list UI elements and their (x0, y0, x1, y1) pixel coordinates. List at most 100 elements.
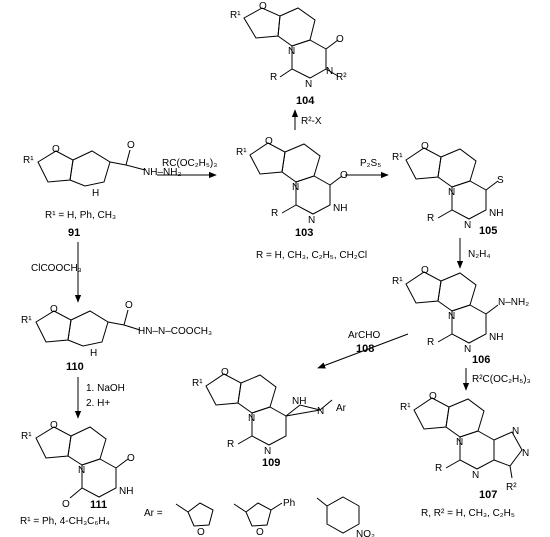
r1-label: R¹ (392, 152, 403, 163)
reagent-orthoester-r2: R²C(OC₂H₅)₃ (472, 374, 531, 385)
compound-number: 109 (262, 457, 280, 469)
nh-label: NH (489, 332, 503, 343)
nh-label: H (90, 348, 97, 359)
substituent-label: R, R² = H, CH₃, C₂H₅ (421, 508, 515, 519)
ring-n2-label: N (472, 470, 479, 481)
ring-n-label: N (448, 311, 455, 322)
compound-107: R¹ O N N N N R R² 107 R, R² = H, CH₃, C₂… (400, 391, 529, 519)
r-label: R (435, 463, 442, 474)
carbonyl-o-label: O (127, 140, 135, 151)
compound-110: R¹ O H O HN–N–COOCH₃ 110 (21, 300, 212, 373)
arrow-106-to-109 (317, 333, 409, 369)
reagent-hydrazine: N₂H₄ (468, 249, 490, 260)
reagent-orthoester: RC(OC₂H₅)₃ (162, 158, 217, 169)
ring-n-label: N (78, 465, 85, 476)
reagent-compound-108: 108 (356, 343, 374, 355)
ring-n-label: N (292, 182, 299, 193)
compound-number: 110 (66, 361, 84, 373)
compound-109: R¹ O N NH N Ar N R 109 (192, 367, 347, 469)
r1-label: R¹ (192, 378, 203, 389)
reagent-naoh: 1. NaOH (86, 383, 125, 394)
compound-number: 105 (479, 225, 497, 237)
reagent-methyl-chloroformate: ClCOOCH₃ (31, 263, 82, 274)
triazole-n3-label: N (512, 426, 519, 437)
hydrazide-label: NH–NH₂ (143, 167, 181, 178)
r1-label: R¹ (230, 10, 241, 21)
ring-n2-label: N (464, 220, 471, 231)
compound-103: R¹ O N O NH N R 103 R = H, CH₃, C₂H₅, CH… (236, 136, 367, 261)
ring-n2-label: N (264, 446, 271, 457)
r2-label: R² (506, 482, 517, 493)
carbazate-label: HN–N–COOCH₃ (138, 326, 212, 337)
compound-number: 111 (90, 499, 107, 511)
compound-106: R¹ O N N–NH₂ NH N R 106 (392, 265, 529, 366)
r1-label: R¹ (392, 276, 403, 287)
r1-label: R¹ (21, 315, 32, 326)
r-label: R (270, 72, 277, 83)
furan-o-label: O (259, 1, 267, 12)
furan-o-label: O (50, 420, 58, 431)
furan-o-label: O (52, 144, 60, 155)
thione-s-label: S (497, 175, 504, 186)
carbonyl-o-label: O (336, 34, 344, 45)
r1-label: R¹ (400, 402, 411, 413)
furan-o-label: O (50, 304, 58, 315)
r2-label: R² (336, 72, 347, 83)
compound-number: 91 (68, 227, 80, 239)
carbonyl-o1-label: O (127, 453, 135, 464)
ring-n2-label: N (305, 79, 312, 90)
reagent-p2s5: P₂S₅ (360, 158, 381, 169)
furan-o-label: O (265, 136, 273, 147)
reagent-r2x: R²-X (301, 116, 322, 127)
r-label: R (227, 439, 234, 450)
furan-o-label: O (421, 141, 429, 152)
compound-number: 106 (472, 354, 490, 366)
r1-label: R¹ (23, 155, 34, 166)
substituent-label: R¹ = Ph, 4-CH₃C₆H₄ (20, 516, 110, 527)
r-label: R (271, 208, 278, 219)
furan-o-label: O (429, 391, 437, 402)
phenylfuryl-o-label: O (256, 527, 264, 537)
nh-label: NH (489, 208, 503, 219)
r1-label: R¹ (236, 147, 247, 158)
ar-legend: Ar = O O Ph NO₂ (144, 496, 375, 537)
r1-label: R¹ (21, 431, 32, 442)
ring-n2-label: N (308, 215, 315, 226)
ring-n-label: N (288, 46, 295, 57)
phenyl-label: Ph (283, 498, 295, 509)
compound-91: R¹ O H O NH–NH₂ R¹ = H, Ph, CH₃ 91 (23, 140, 181, 239)
substituent-label: R = H, CH₃, C₂H₅, CH₂Cl (256, 250, 367, 261)
nh-label: NH (119, 486, 133, 497)
compound-number: 107 (479, 489, 497, 501)
compound-number: 104 (296, 95, 315, 107)
carbonyl-o-label: O (340, 170, 348, 181)
furyl-o-label: O (197, 527, 205, 537)
ring-n3-label: N (326, 66, 333, 77)
carbonyl-o2-label: O (62, 499, 70, 510)
reagent-acid: 2. H+ (86, 398, 110, 409)
reagent-archo: ArCHO (348, 330, 380, 341)
compound-number: 103 (295, 227, 313, 239)
furan-o-label: O (421, 265, 429, 276)
ar-equals-label: Ar = (144, 508, 163, 519)
nh-label: NH (292, 396, 306, 407)
carbonyl-o-label: O (125, 300, 133, 311)
hydrazone-label: N–NH₂ (498, 297, 529, 308)
nitro-label: NO₂ (356, 529, 375, 537)
ring-n-label: N (448, 187, 455, 198)
r-label: R (427, 337, 434, 348)
compound-111: R¹ O N O NH O 111 R¹ = Ph, 4-CH₃C₆H₄ (20, 420, 135, 527)
imine-n-label: N (317, 406, 324, 417)
compound-105: R¹ O N S NH N R 105 (392, 141, 504, 237)
substituent-label: R¹ = H, Ph, CH₃ (45, 210, 116, 221)
compound-104: R¹ O N O N R² N R 104 (230, 1, 347, 107)
ring-n-label: N (456, 437, 463, 448)
ring-n2-label: N (464, 344, 471, 355)
r-label: R (427, 213, 434, 224)
nh-label: H (92, 188, 99, 199)
furan-o-label: O (221, 367, 229, 378)
ar-label: Ar (336, 403, 347, 414)
nh-label: NH (333, 203, 347, 214)
triazole-n4-label: N (522, 448, 529, 459)
